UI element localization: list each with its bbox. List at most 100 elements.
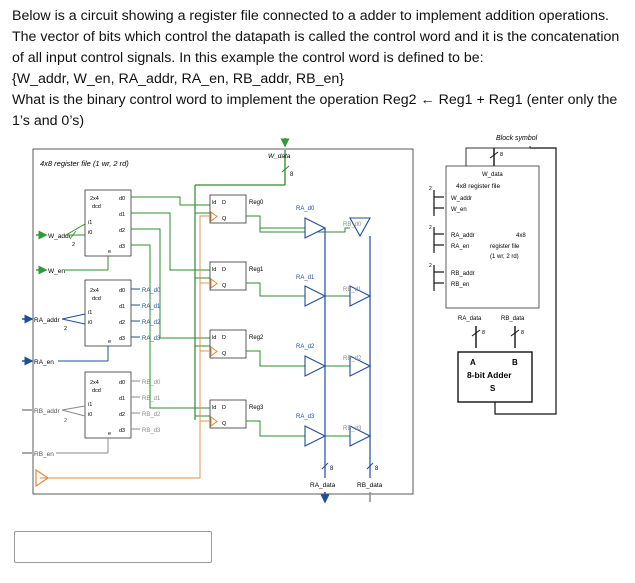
bus-width-label: 8 — [290, 172, 294, 178]
svg-text:RA_d0: RA_d0 — [142, 288, 161, 294]
svg-text:RB_d0: RB_d0 — [343, 222, 362, 228]
svg-text:i1: i1 — [88, 402, 92, 408]
svg-text:Reg3: Reg3 — [249, 405, 264, 411]
regfile-title: 4x8 register file (1 wr, 2 rd) — [40, 159, 129, 168]
register-reg2: ld D Q Reg2 — [209, 329, 264, 359]
svg-text:4x8: 4x8 — [516, 233, 526, 239]
ra-select-lines: RA_d0 RA_d1 RA_d2 RA_d3 — [131, 288, 161, 342]
rb-decoder: 2x4 dcd i1 i0 e d0 d1 d2 d3 — [84, 371, 132, 439]
svg-text:d3: d3 — [119, 244, 125, 250]
svg-text:RA_d1: RA_d1 — [142, 304, 161, 310]
svg-text:e: e — [108, 249, 111, 255]
svg-text:B: B — [512, 358, 518, 367]
question-line: of all input control signals. In this ex… — [12, 50, 484, 66]
register-reg0: ld D Q Reg0 — [209, 194, 264, 224]
q-output-wires — [246, 215, 350, 437]
ra-data-label: RA_data — [310, 482, 336, 489]
svg-text:register file: register file — [490, 244, 520, 250]
svg-text:8: 8 — [482, 330, 485, 336]
block-symbol: Block symbol 8 W_data 4x8 register file … — [429, 135, 557, 415]
svg-text:RB_d2: RB_d2 — [343, 356, 362, 362]
svg-text:d1: d1 — [119, 396, 125, 402]
svg-text:8-bit Adder: 8-bit Adder — [467, 370, 512, 380]
svg-text:d2: d2 — [119, 228, 125, 234]
svg-text:RB_d3: RB_d3 — [343, 426, 362, 432]
svg-text:RA_en: RA_en — [451, 244, 469, 250]
svg-text:W_en: W_en — [48, 268, 65, 275]
svg-text:4x8 register file: 4x8 register file — [456, 183, 500, 190]
output-buses — [324, 228, 371, 478]
block-regfile — [445, 165, 540, 309]
svg-text:W_data: W_data — [482, 172, 503, 178]
svg-text:d2: d2 — [119, 320, 125, 326]
question-line: Below is a circuit showing a register fi… — [12, 8, 609, 24]
ra-buffer-labels: RA_d0 RA_d1 RA_d2 RA_d3 — [296, 206, 315, 420]
svg-text:RB_addr: RB_addr — [34, 408, 60, 415]
svg-text:2: 2 — [64, 418, 67, 424]
svg-text:d2: d2 — [119, 412, 125, 418]
svg-text:i1: i1 — [88, 220, 92, 226]
svg-text:Q: Q — [222, 421, 227, 427]
svg-text:RB_d0: RB_d0 — [142, 380, 161, 386]
rb-tristate-buffers — [349, 217, 372, 447]
register-reg3: ld D Q Reg3 — [209, 399, 264, 429]
svg-text:ld: ld — [212, 200, 216, 206]
svg-text:Q: Q — [222, 283, 227, 289]
svg-text:W_addr: W_addr — [48, 233, 72, 240]
svg-text:RB_d3: RB_d3 — [142, 428, 161, 434]
ra-tristate-buffers — [304, 217, 327, 447]
question-text: Below is a circuit showing a register fi… — [12, 6, 624, 132]
svg-text:RB_d2: RB_d2 — [142, 412, 161, 418]
svg-text:RB_en: RB_en — [34, 451, 54, 458]
svg-text:8: 8 — [330, 466, 334, 472]
svg-text:i0: i0 — [88, 412, 92, 418]
svg-text:e: e — [108, 339, 111, 345]
svg-text:8: 8 — [375, 466, 379, 472]
svg-text:d0: d0 — [119, 288, 125, 294]
svg-text:ld: ld — [212, 405, 216, 411]
svg-text:dcd: dcd — [92, 204, 101, 210]
clock-input-icon — [35, 468, 50, 488]
svg-text:2: 2 — [429, 263, 432, 269]
svg-text:RB_d1: RB_d1 — [142, 396, 161, 402]
ra-addr-input: RA_addr 2 — [22, 313, 86, 332]
svg-text:2: 2 — [429, 186, 432, 192]
svg-text:RB_d1: RB_d1 — [343, 287, 362, 293]
clock-line — [40, 215, 210, 479]
svg-text:W_en: W_en — [451, 207, 467, 213]
circuit-figure: 4x8 register file (1 wr, 2 rd) W_data 8 … — [22, 135, 557, 504]
svg-text:RA_d2: RA_d2 — [296, 344, 315, 350]
svg-text:D: D — [222, 405, 226, 411]
svg-text:d1: d1 — [119, 304, 125, 310]
svg-text:ld: ld — [212, 335, 216, 341]
svg-text:D: D — [222, 335, 226, 341]
svg-text:RB_data: RB_data — [501, 316, 525, 322]
answer-input[interactable] — [14, 531, 212, 563]
ra-decoder: 2x4 dcd i1 i0 e d0 d1 d2 d3 — [84, 279, 132, 347]
svg-text:2x4: 2x4 — [90, 288, 99, 294]
svg-text:8: 8 — [521, 330, 524, 336]
register-reg1: ld D Q Reg1 — [209, 261, 264, 291]
svg-text:Reg1: Reg1 — [249, 267, 264, 273]
question-line: The vector of bits which control the dat… — [12, 29, 620, 45]
svg-text:S: S — [490, 384, 496, 393]
svg-text:8: 8 — [500, 152, 503, 158]
svg-text:dcd: dcd — [92, 296, 101, 302]
svg-text:d3: d3 — [119, 336, 125, 342]
w-addr-input: W_addr 2 — [36, 223, 86, 248]
svg-text:2: 2 — [64, 326, 67, 332]
svg-text:Q: Q — [222, 216, 227, 222]
svg-text:RA_d2: RA_d2 — [142, 320, 161, 326]
svg-text:Reg2: Reg2 — [249, 335, 264, 341]
svg-text:2x4: 2x4 — [90, 380, 99, 386]
svg-text:e: e — [108, 431, 111, 437]
question-line: {W_addr, W_en, RA_addr, RA_en, RB_addr, … — [12, 71, 345, 87]
rb-en-input: RB_en — [22, 438, 109, 458]
svg-text:2: 2 — [72, 242, 75, 248]
svg-text:D: D — [222, 200, 226, 206]
svg-text:d0: d0 — [119, 380, 125, 386]
w-decoder: 2x4 dcd i1 i0 e d0 d1 d2 d3 — [84, 189, 132, 257]
svg-text:RA_en: RA_en — [34, 359, 54, 366]
rb-addr-input: RB_addr 2 — [22, 405, 86, 424]
svg-text:RA_d3: RA_d3 — [296, 414, 315, 420]
